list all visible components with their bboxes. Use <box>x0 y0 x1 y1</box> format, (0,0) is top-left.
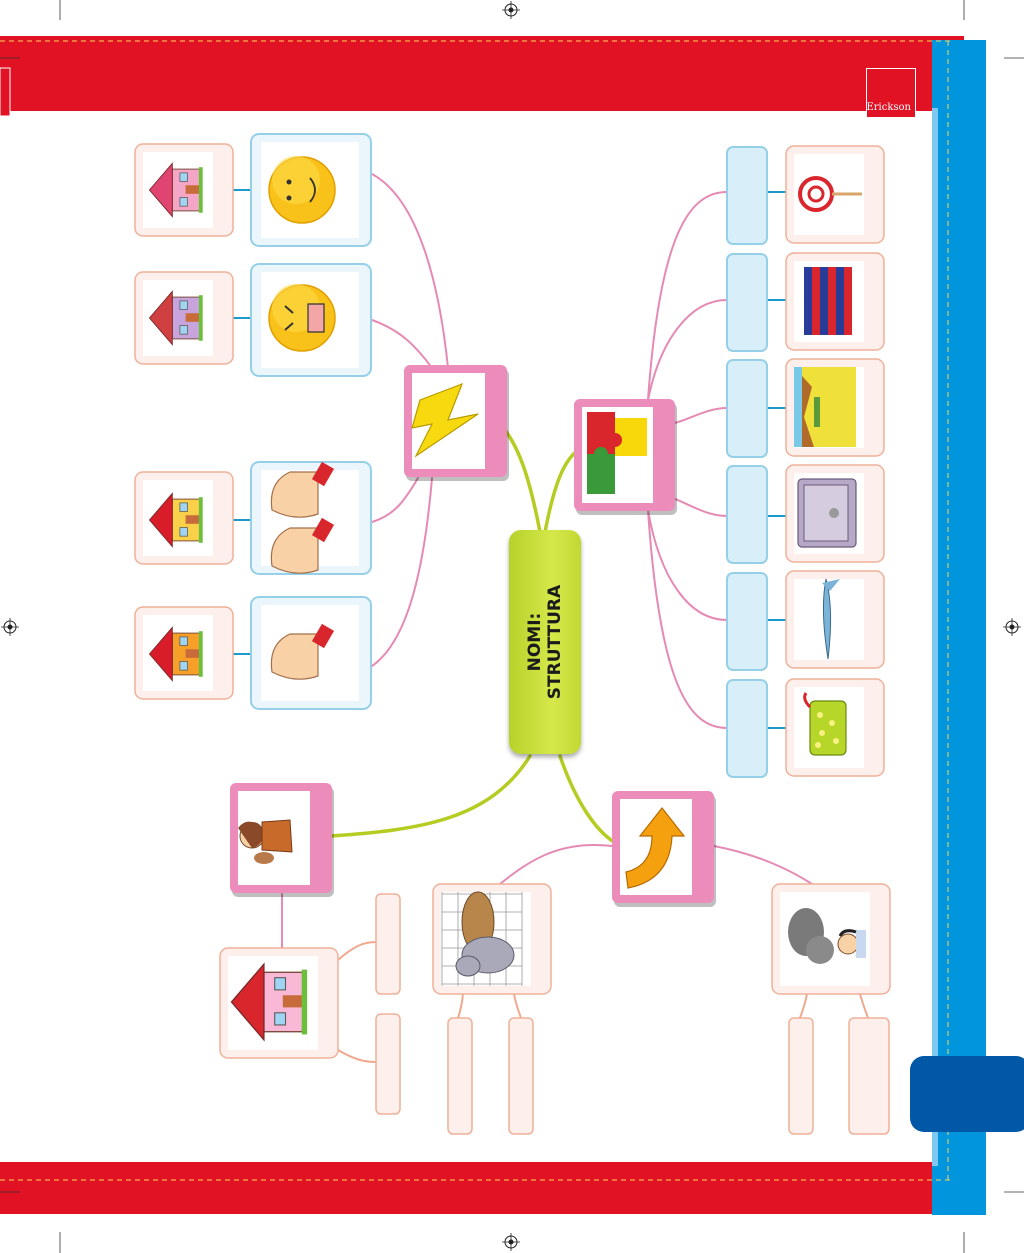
connector-boy-slot-2 <box>859 993 869 1019</box>
house-slot-2 <box>375 1013 401 1115</box>
house-card-4 <box>134 606 234 700</box>
pink-house-icon <box>148 162 203 218</box>
picture-card-3 <box>250 461 372 575</box>
answer-slot-6 <box>726 679 768 778</box>
connector-puzzle-2 <box>647 299 728 401</box>
desert-landscape-icon <box>794 367 856 447</box>
connector-lines <box>233 173 869 1063</box>
house-card-1 <box>134 143 234 237</box>
object-card-2 <box>785 252 885 351</box>
yellow-building-icon <box>148 492 203 548</box>
brand-name: Erickson <box>866 102 911 113</box>
boy-slot-2 <box>848 1017 890 1135</box>
answer-slot-3 <box>726 359 768 458</box>
house-card-3 <box>134 471 234 565</box>
connector-house-slot-2 <box>337 1049 377 1063</box>
picture-card-4 <box>250 596 372 710</box>
connector-puzzle-6 <box>647 509 728 729</box>
registration-mark-right <box>1003 618 1021 636</box>
lightning-node <box>404 365 509 481</box>
connector-lightning-3 <box>371 477 419 523</box>
answer-slot-4 <box>726 465 768 564</box>
connector-lightning-4 <box>371 477 433 667</box>
registration-mark-top <box>502 1 520 19</box>
elephant-grid-icon <box>441 891 523 986</box>
purple-house-icon <box>148 290 203 346</box>
puzzle-node <box>574 399 677 515</box>
boy-slot-1 <box>788 1017 814 1135</box>
swordfish-icon <box>822 578 840 660</box>
connector-center-puzzle <box>543 448 580 534</box>
connector-boy-slot-1 <box>799 993 808 1019</box>
striped-flag-icon <box>804 267 852 335</box>
connector-lightning-2 <box>371 319 433 369</box>
smiling-sun-icon <box>268 156 336 224</box>
picture-card-2 <box>250 263 372 377</box>
picture-card-1 <box>250 133 372 247</box>
small-orange-house-icon <box>148 626 203 682</box>
connector-house-slot-1 <box>337 941 377 961</box>
boy-card <box>771 883 891 995</box>
lollipop-icon <box>798 176 862 212</box>
elephant-slot-2 <box>508 1017 534 1135</box>
connector-center-caveman <box>328 754 532 838</box>
object-card-6 <box>785 678 885 777</box>
answer-slot-5 <box>726 572 768 671</box>
erickson-logo: Erickson <box>866 68 916 118</box>
lightning-icon <box>411 382 479 458</box>
connector-puzzle-1 <box>647 191 728 401</box>
sponge-icon <box>803 692 847 756</box>
blue-band-edge <box>932 108 938 1166</box>
object-card-5 <box>785 570 885 669</box>
caveman-icon <box>238 819 293 864</box>
elephant-card <box>432 883 552 995</box>
big-pink-house-icon <box>230 962 308 1042</box>
connector-elephant-slot-1 <box>457 993 464 1019</box>
right-blue-band <box>932 40 986 1215</box>
connector-lightning-1 <box>371 173 449 369</box>
title-line-2: STRUTTURA <box>545 584 565 700</box>
two-hands-icon <box>270 461 335 574</box>
oven-icon <box>797 478 857 548</box>
registration-mark-bottom <box>502 1233 520 1251</box>
object-card-1 <box>785 145 885 244</box>
connector-arrow-boy <box>713 845 813 885</box>
hand-icon <box>270 623 335 680</box>
object-card-4 <box>785 464 885 563</box>
arrow-node <box>612 791 716 907</box>
connector-arrow-elephant <box>499 844 613 885</box>
connector-puzzle-5 <box>647 509 728 621</box>
connector-center-lightning <box>503 428 542 534</box>
smoky-boy-icon <box>788 908 866 964</box>
answer-slot-1 <box>726 146 768 245</box>
connector-elephant-slot-2 <box>513 993 522 1019</box>
angry-sun-icon <box>268 284 336 352</box>
answer-slot-2 <box>726 253 768 352</box>
left-logo-fragment <box>0 67 11 117</box>
elephant-slot-1 <box>447 1017 473 1135</box>
bottom-red-band <box>0 1162 964 1214</box>
registration-mark-left <box>1 618 19 636</box>
page-tab <box>910 1056 1024 1132</box>
curved-arrow-icon <box>625 807 686 889</box>
connector-center-arrow <box>558 754 616 844</box>
central-title-node: NOMI: STRUTTURA <box>509 530 581 754</box>
object-card-3 <box>785 358 885 457</box>
house-card-2 <box>134 271 234 365</box>
big-house-card <box>219 947 339 1059</box>
house-slot-1 <box>375 893 401 995</box>
caveman-node <box>230 783 334 897</box>
title-line-1: NOMI: <box>525 612 545 672</box>
top-red-band <box>0 36 964 111</box>
